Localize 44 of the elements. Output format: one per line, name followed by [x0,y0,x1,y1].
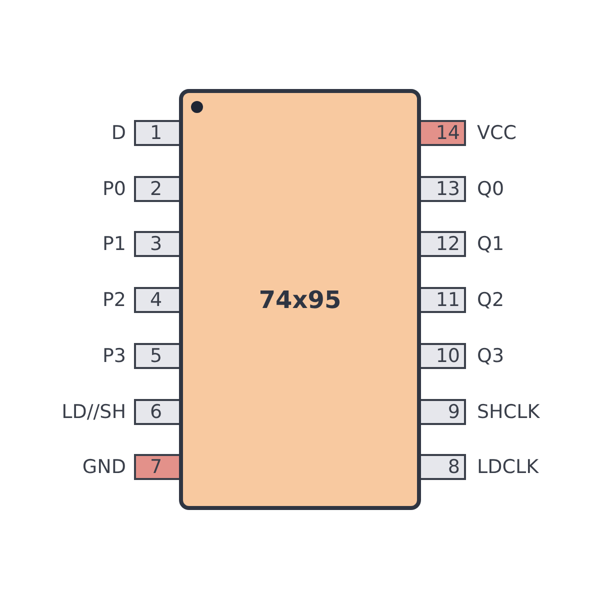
pin-number: 10 [436,344,460,367]
pin-number: 2 [150,178,162,200]
pin-box [421,176,466,202]
pin-label: Q1 [477,232,504,258]
pin-box [134,454,179,480]
pin-number: 3 [150,233,162,256]
part-number: 74x95 [258,286,342,314]
pin-box [134,120,179,146]
pin-box [134,287,179,314]
pin-box [134,398,179,424]
pin-box [421,342,466,369]
pin-number: 9 [448,400,460,422]
pin-box [134,231,179,258]
pin-label: GND [82,455,126,480]
pin-number: 7 [150,456,162,478]
pin-box [421,231,466,258]
pin-label: LD//SH [62,400,126,424]
pin-label: P3 [102,344,126,369]
pin-label: Q0 [477,176,504,202]
pin-box [421,120,466,146]
pin-box [421,287,466,314]
pin-number: 1 [150,122,162,144]
pin-number: 5 [150,344,162,367]
pin-number: 13 [436,178,460,200]
chip-body [179,89,421,510]
pin-label: P0 [102,176,126,202]
pin-number: 14 [436,122,460,144]
pin-box [134,342,179,369]
pin-number: 6 [150,400,162,422]
pin-number: 12 [436,233,460,256]
pin-label: P1 [102,232,126,258]
pin-number: 4 [150,289,162,312]
pin-number: 11 [436,289,460,312]
pin-label: SHCLK [477,400,540,424]
pin-label: Q3 [477,344,504,369]
pin-label: LDCLK [477,455,539,480]
pin-label: D [111,121,126,146]
pin-box [134,176,179,202]
pin-label: P2 [102,288,126,314]
pin-label: VCC [477,121,517,146]
pin-box [421,398,466,424]
pin-box [421,454,466,480]
pin-number: 8 [448,456,460,478]
pin-label: Q2 [477,288,504,314]
